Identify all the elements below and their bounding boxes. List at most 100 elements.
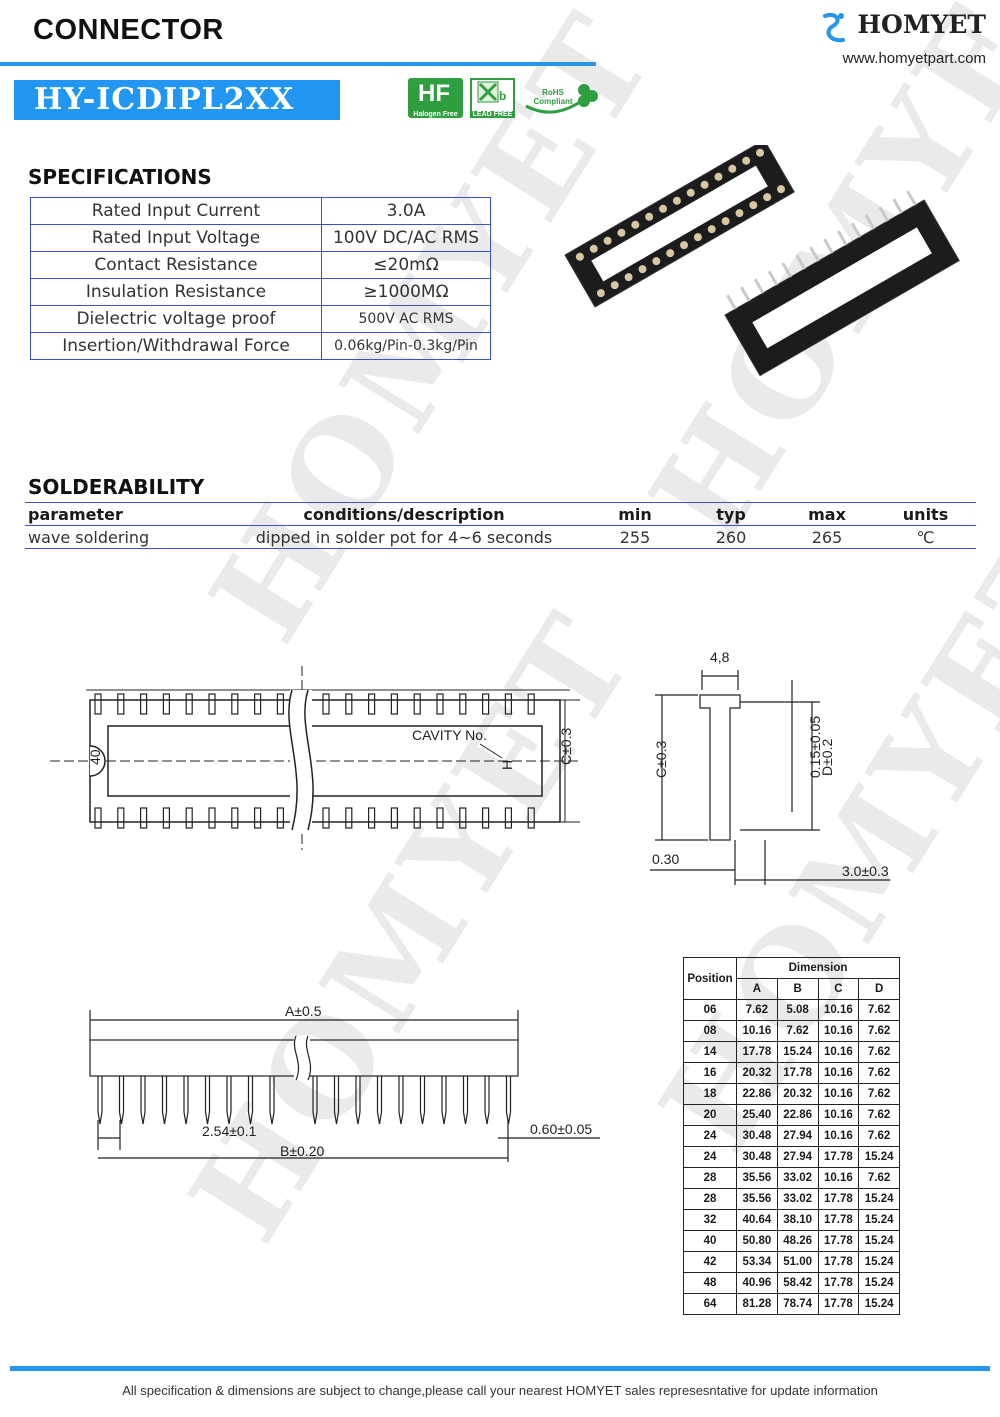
spec-value: 100V DC/AC RMS (321, 224, 491, 252)
pin-outline (413, 693, 421, 715)
dimension-cell: 51.00 (776, 1251, 819, 1273)
spec-label: Dielectric voltage proof (30, 305, 322, 333)
dimension-cell: 35.56 (736, 1188, 778, 1210)
dimension-cell: 17.78 (817, 1230, 860, 1252)
svg-text:b: b (499, 89, 506, 103)
dimension-cell: 40.96 (736, 1272, 778, 1294)
column-header: D (858, 978, 900, 1000)
dimension-cell: 27.94 (776, 1146, 819, 1168)
dimension-cell: 17.78 (817, 1293, 860, 1315)
dimension-cell: 40.64 (736, 1209, 778, 1231)
dimension-cell: 50.80 (736, 1230, 778, 1252)
pin-outline (322, 807, 330, 829)
dim-a-label: A±0.5 (285, 1003, 322, 1019)
top-view-drawing: 40 CAVITY No. H C±0.3 (50, 666, 580, 850)
dimension-cell: 5.08 (776, 999, 819, 1021)
spec-label: Contact Resistance (30, 251, 322, 279)
pin-outline (322, 693, 330, 715)
position-cell: 24 (683, 1146, 737, 1168)
table-row: wave soldering dipped in solder pot for … (25, 525, 976, 549)
dim-tail-label: 3.0±0.3 (842, 863, 889, 879)
pin-count-label: 40 (87, 749, 103, 765)
dimension-cell: 25.40 (736, 1104, 778, 1126)
dimension-cell: 33.02 (776, 1167, 819, 1189)
dimension-cell: 7.62 (858, 1020, 900, 1042)
halogen-free-badge: HF Halogen Free (408, 78, 463, 118)
pin-outline (345, 807, 353, 829)
dimension-cell: 7.62 (736, 999, 778, 1021)
pin-outline (527, 693, 535, 715)
pin-outline (355, 1076, 361, 1125)
spec-value: ≤20mΩ (321, 251, 491, 279)
dimension-cell: 30.48 (736, 1146, 778, 1168)
pin-outline (185, 693, 193, 715)
pin-outline (185, 807, 193, 829)
pin-outline (204, 1076, 211, 1125)
brand-logo-icon (822, 13, 845, 43)
dimension-cell: 38.10 (776, 1209, 819, 1231)
dimension-cell: 15.24 (858, 1230, 900, 1252)
dim-b-label: B±0.20 (280, 1143, 324, 1159)
dimension-cell: 20.32 (776, 1083, 819, 1105)
dimension-cell: 53.34 (736, 1251, 778, 1273)
brand-url[interactable]: www.homyetpart.com (842, 50, 986, 67)
dimension-cell: 35.56 (736, 1167, 778, 1189)
table-row: Contact Resistance≤20mΩ (30, 251, 491, 279)
dimension-cell: 10.16 (817, 1041, 860, 1063)
dimension-cell: 15.24 (858, 1146, 900, 1168)
pin-outline (390, 693, 398, 715)
spec-label: Rated Input Voltage (30, 224, 322, 252)
dim-c-label: C±0.3 (653, 741, 669, 778)
position-cell: 20 (683, 1104, 737, 1126)
column-header: C (817, 978, 860, 1000)
position-cell: 32 (683, 1209, 737, 1231)
dimension-cell: 15.24 (858, 1293, 900, 1315)
lead-free-icon: b (477, 81, 506, 103)
pin-outline (504, 693, 512, 715)
dimension-cell: 48.26 (776, 1230, 819, 1252)
column-header: max (779, 502, 875, 526)
product-photo (564, 145, 960, 377)
dim-pin-label: 0.15±0.05 (807, 716, 823, 778)
pin-outline (436, 693, 444, 715)
dimension-cell: 7.62 (858, 1104, 900, 1126)
pin-outline (368, 693, 376, 715)
pin-outline (226, 1076, 232, 1125)
pin-outline (117, 807, 125, 829)
table-cell: 255 (587, 525, 683, 549)
position-cell: 16 (683, 1062, 737, 1084)
dimension-cell: 58.42 (776, 1272, 819, 1294)
pin-outline (505, 1076, 512, 1125)
table-cell: 265 (779, 525, 875, 549)
dimension-cell: 7.62 (858, 1083, 900, 1105)
dimension-cell: 22.86 (736, 1083, 778, 1105)
position-cell: 06 (683, 999, 737, 1021)
pin-outline (161, 1076, 168, 1125)
dimension-cell: 10.16 (817, 1125, 860, 1147)
dimension-cell: 7.62 (858, 999, 900, 1021)
table-cell: dipped in solder pot for 4~6 seconds (221, 525, 587, 549)
pin-outline (419, 1076, 426, 1125)
dimension-cell: 10.16 (817, 1062, 860, 1084)
pin-outline (398, 1076, 404, 1125)
pin-outline (254, 693, 262, 715)
dimension-cell: 7.62 (776, 1020, 819, 1042)
dimension-cell: 78.74 (776, 1293, 819, 1315)
position-cell: 08 (683, 1020, 737, 1042)
pin-outline (413, 807, 421, 829)
dimension-cell: 17.78 (776, 1062, 819, 1084)
dimension-header: Dimension (736, 957, 900, 979)
dimension-cell: 33.02 (776, 1188, 819, 1210)
cavity-label: CAVITY No. (412, 727, 487, 743)
dimension-cell: 10.16 (817, 1083, 860, 1105)
pin-outline (162, 693, 171, 715)
dimension-cell: 7.62 (858, 1167, 900, 1189)
halogen-free-label: Halogen Free (413, 111, 458, 118)
